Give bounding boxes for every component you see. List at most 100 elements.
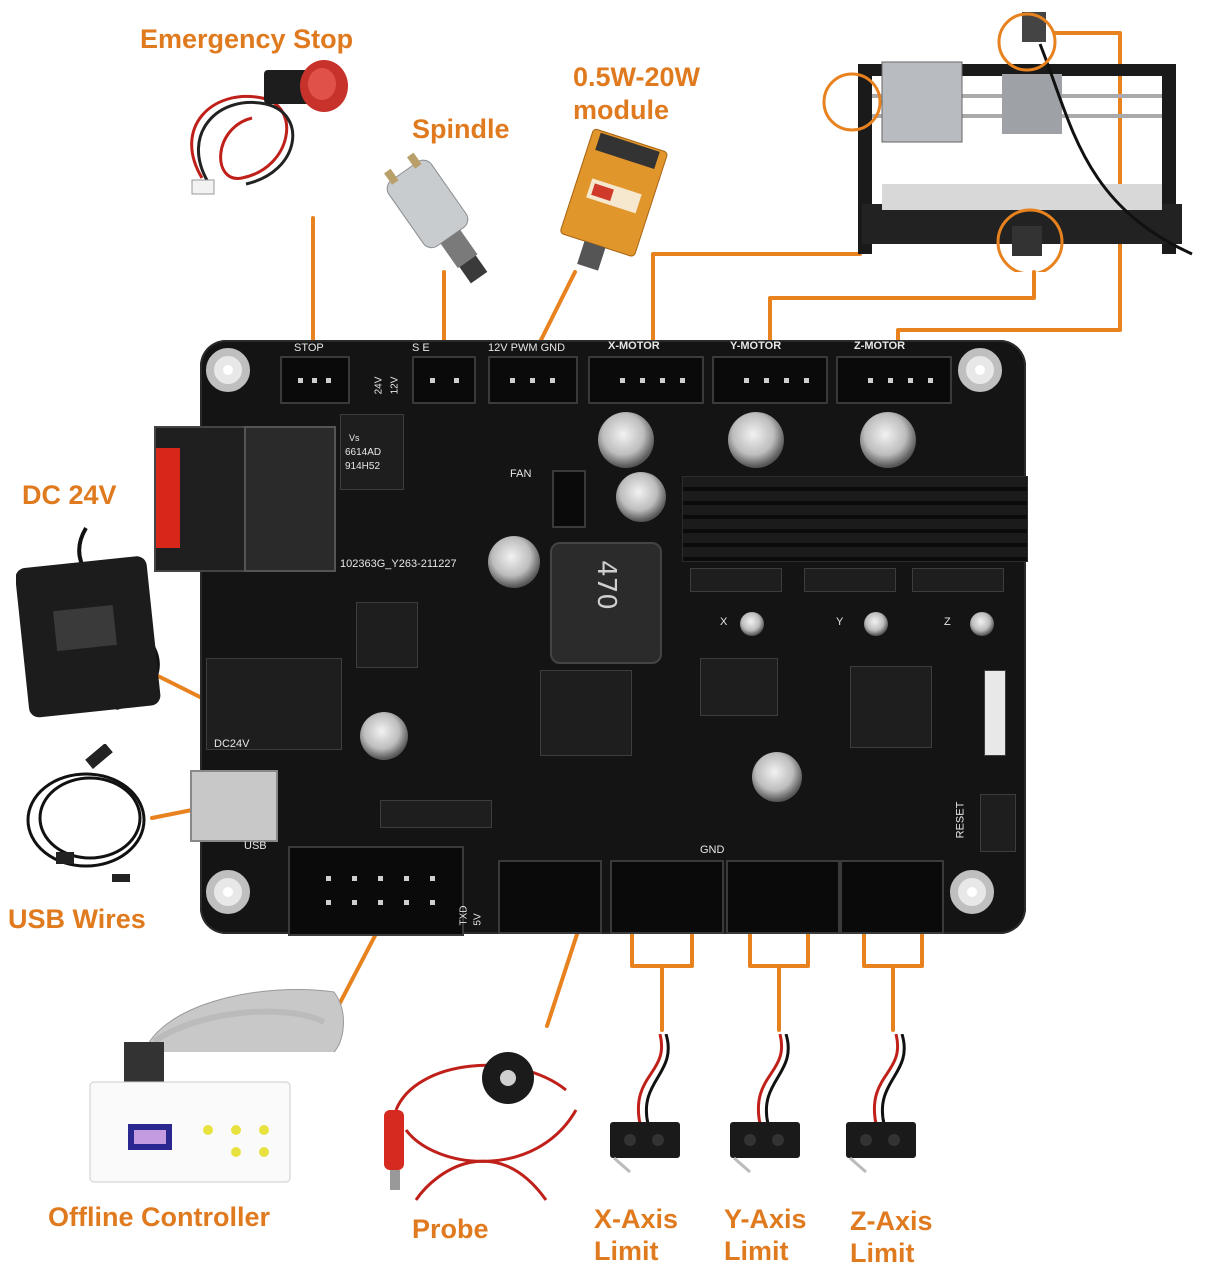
label-laser-line2: module xyxy=(573,95,670,125)
power-ic xyxy=(700,658,778,716)
line-y-motor xyxy=(768,270,1036,352)
label-probe: Probe xyxy=(412,1214,489,1244)
inductor-value: 470 xyxy=(591,560,621,610)
dc-jack xyxy=(206,658,342,750)
silk-24v: 24V xyxy=(373,376,385,395)
microcontroller-chip xyxy=(850,666,932,748)
potentiometer-z xyxy=(970,612,994,636)
potentiometer-y xyxy=(864,612,888,636)
capacitor xyxy=(598,412,654,468)
capacitor xyxy=(860,412,916,468)
line-usb xyxy=(150,808,194,820)
x-motor-connector xyxy=(588,356,704,404)
probe-connector xyxy=(498,860,602,934)
inductor: 470 xyxy=(550,542,662,664)
offline-controller-image xyxy=(89,989,344,1183)
spindle-connector xyxy=(412,356,476,404)
x-limit-switch-image xyxy=(610,1034,680,1174)
dc-power-adapter-image xyxy=(16,526,161,718)
z-motor-connector xyxy=(836,356,952,404)
usb-port xyxy=(190,770,278,842)
mounting-hole xyxy=(950,870,994,914)
capacitor xyxy=(488,536,540,588)
silk-x: X xyxy=(720,616,728,628)
silk-usb: USB xyxy=(244,840,267,852)
controller-board: STOP S E 12V PWM GND X-MOTOR Y-MOTOR Z-M… xyxy=(154,340,1028,936)
label-emergency-stop: Emergency Stop xyxy=(140,24,354,54)
silk-y: Y xyxy=(836,616,844,628)
label-x-axis-line1: X-Axis xyxy=(594,1204,679,1234)
silk-fan: FAN xyxy=(510,468,532,480)
driver-resistors-y xyxy=(804,568,896,592)
voltage-regulator-chip: Vs 6614AD 914H52 xyxy=(340,414,404,490)
fan-connector xyxy=(552,470,586,528)
emergency-stop-image xyxy=(190,60,348,195)
x-limit-connector xyxy=(610,860,724,934)
y-motor-connector xyxy=(712,356,828,404)
highlight-circle-z xyxy=(997,12,1057,72)
icsp-header xyxy=(984,670,1006,756)
silk-12v: 12V xyxy=(389,376,401,395)
mounting-hole xyxy=(206,348,250,392)
label-laser-line1: 0.5W-20W xyxy=(573,62,700,92)
usb-serial-chip xyxy=(380,800,492,828)
stop-connector xyxy=(280,356,350,404)
line-x-limit xyxy=(630,933,694,968)
driver-resistors-x xyxy=(690,568,782,592)
label-y-axis-line1: Y-Axis xyxy=(724,1204,807,1234)
label-z-axis-line1: Z-Axis xyxy=(850,1206,933,1236)
capacitor xyxy=(360,712,408,760)
ic-chip xyxy=(356,602,418,668)
silk-5v: 5V xyxy=(472,913,484,926)
silk-y-motor: Y-MOTOR xyxy=(730,340,782,352)
label-y-axis-line2: Limit xyxy=(724,1236,789,1266)
line-y-limit xyxy=(748,933,810,968)
potentiometer-x xyxy=(740,612,764,636)
probe-image xyxy=(384,1052,578,1201)
silk-z-motor: Z-MOTOR xyxy=(854,340,906,352)
offline-controller-header xyxy=(288,846,464,936)
heatsink xyxy=(682,476,1028,562)
silk-gnd: GND xyxy=(700,844,725,856)
power-switch xyxy=(154,426,248,572)
label-usb-wires: USB Wires xyxy=(8,904,146,934)
y-limit-switch-image xyxy=(730,1034,800,1174)
switch-bracket xyxy=(244,426,336,572)
line-z-limit xyxy=(862,933,924,968)
label-z-axis-line2: Limit xyxy=(850,1238,915,1268)
line-z-motor xyxy=(896,31,1122,352)
cnc-machine-image xyxy=(822,12,1193,272)
silk-laser-header: 12V PWM GND xyxy=(488,342,566,354)
line-probe xyxy=(545,923,582,1028)
laser-connector xyxy=(488,356,578,404)
y-limit-connector xyxy=(726,860,840,934)
capacitor xyxy=(616,472,666,522)
driver-resistors-z xyxy=(912,568,1004,592)
silk-board-id: 102363G_Y263-211227 xyxy=(340,558,457,570)
usb-cable-image xyxy=(26,744,146,882)
silk-x-motor: X-MOTOR xyxy=(608,340,660,352)
highlight-circle-y xyxy=(996,208,1064,272)
z-limit-switch-image xyxy=(846,1034,916,1174)
highlight-circle-x xyxy=(822,72,882,132)
silk-reset: RESET xyxy=(954,801,967,839)
laser-module-image xyxy=(560,128,668,271)
silk-dc24v: DC24V xyxy=(214,738,250,750)
silk-stop: STOP xyxy=(294,342,324,354)
mosfet-chip xyxy=(540,670,632,756)
mounting-hole xyxy=(206,870,250,914)
mounting-hole xyxy=(958,348,1002,392)
spindle-image xyxy=(384,152,488,284)
label-dc24v: DC 24V xyxy=(22,480,117,510)
capacitor xyxy=(752,752,802,802)
label-offline-controller: Offline Controller xyxy=(48,1202,270,1232)
reset-button xyxy=(980,794,1016,852)
silk-txd: TXD xyxy=(458,905,470,926)
z-limit-connector xyxy=(840,860,944,934)
label-spindle: Spindle xyxy=(412,114,510,144)
capacitor xyxy=(728,412,784,468)
label-x-axis-line2: Limit xyxy=(594,1236,659,1266)
silk-spindle-header: S E xyxy=(412,342,430,354)
silk-z: Z xyxy=(944,616,951,628)
